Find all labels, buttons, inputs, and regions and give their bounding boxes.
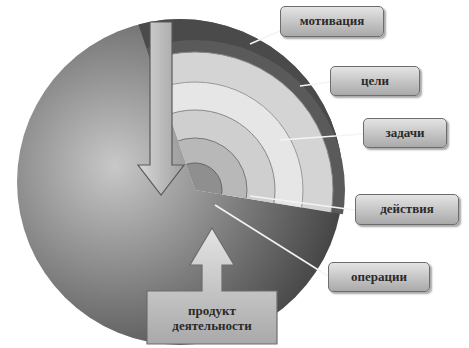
callout-label: действия (380, 202, 434, 217)
callout-box: действия (355, 194, 459, 225)
callout-label: операции (351, 270, 407, 285)
callout-box: задачи (363, 118, 447, 148)
sphere (17, 19, 343, 345)
arrow-callout: продукт деятельности (145, 226, 279, 346)
callout-box: операции (328, 262, 430, 292)
motivation-arrow (138, 22, 184, 195)
callout-label: продукт деятельности (145, 304, 279, 334)
callout-label: цели (361, 74, 389, 89)
callout-box: мотивация (280, 6, 384, 37)
cutaway-layers (17, 19, 345, 345)
callout-label: мотивация (300, 14, 364, 29)
callout-label: задачи (385, 126, 424, 141)
callout-box: цели (330, 66, 420, 96)
